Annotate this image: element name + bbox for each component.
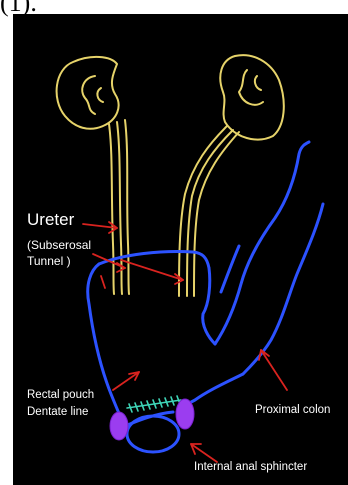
diagram-canvas: Ureter (Subserosal Tunnel ) Rectal pouch… xyxy=(13,14,348,485)
dentate-line xyxy=(127,396,181,412)
internal-anal-sphincter-drawing xyxy=(110,399,194,440)
label-internal-anal-sphincter: Internal anal sphincter xyxy=(194,461,307,473)
label-rectal-pouch: Rectal pouch xyxy=(27,389,94,401)
label-proximal-colon: Proximal colon xyxy=(255,404,330,416)
label-subserosal-tunnel: (Subserosal Tunnel ) xyxy=(27,237,117,269)
label-dentate-line: Dentate line xyxy=(27,406,88,418)
right-kidney xyxy=(220,55,283,139)
label-ureter: Ureter xyxy=(27,210,74,230)
left-kidney xyxy=(57,57,119,129)
